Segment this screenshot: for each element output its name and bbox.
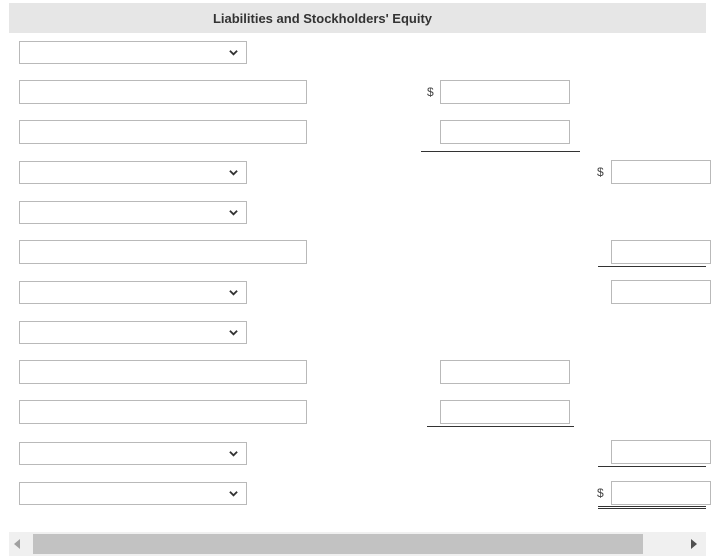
section-title: Liabilities and Stockholders' Equity	[212, 11, 433, 26]
chevron-down-icon	[229, 210, 238, 216]
chevron-down-icon	[229, 290, 238, 296]
account-select-6[interactable]	[19, 442, 247, 465]
total-input-4[interactable]	[611, 440, 711, 464]
currency-symbol: $	[597, 165, 604, 179]
subtotal-rule	[427, 426, 574, 427]
amount-input-2[interactable]	[440, 120, 570, 144]
chevron-down-icon	[229, 451, 238, 457]
account-select-3[interactable]	[19, 201, 247, 224]
amount-input-1[interactable]	[440, 80, 570, 104]
amount-input-3[interactable]	[440, 360, 570, 384]
subtotal-rule	[421, 151, 580, 152]
account-name-input-2[interactable]	[19, 120, 307, 144]
currency-symbol: $	[597, 486, 604, 500]
subtotal-rule	[598, 266, 706, 267]
amount-input-4[interactable]	[440, 400, 570, 424]
chevron-down-icon	[229, 50, 238, 56]
account-name-input-3[interactable]	[19, 240, 307, 264]
chevron-down-icon	[229, 170, 238, 176]
arrow-right-icon[interactable]	[691, 539, 697, 549]
section-header: Liabilities and Stockholders' Equity	[9, 3, 706, 33]
total-rule-top	[598, 506, 706, 507]
scroll-thumb[interactable]	[33, 534, 643, 554]
horizontal-scrollbar[interactable]	[9, 532, 706, 556]
total-input-1[interactable]	[611, 160, 711, 184]
account-select-4[interactable]	[19, 281, 247, 304]
total-input-3[interactable]	[611, 280, 711, 304]
currency-symbol: $	[427, 85, 434, 99]
total-rule-bottom	[598, 508, 706, 509]
total-input-2[interactable]	[611, 240, 711, 264]
account-name-input-1[interactable]	[19, 80, 307, 104]
chevron-down-icon	[229, 330, 238, 336]
account-name-input-4[interactable]	[19, 360, 307, 384]
subtotal-rule	[598, 466, 706, 467]
account-select-1[interactable]	[19, 41, 247, 64]
account-select-5[interactable]	[19, 321, 247, 344]
account-select-2[interactable]	[19, 161, 247, 184]
account-name-input-5[interactable]	[19, 400, 307, 424]
arrow-left-icon[interactable]	[14, 539, 20, 549]
account-select-7[interactable]	[19, 482, 247, 505]
grand-total-input[interactable]	[611, 481, 711, 505]
chevron-down-icon	[229, 491, 238, 497]
